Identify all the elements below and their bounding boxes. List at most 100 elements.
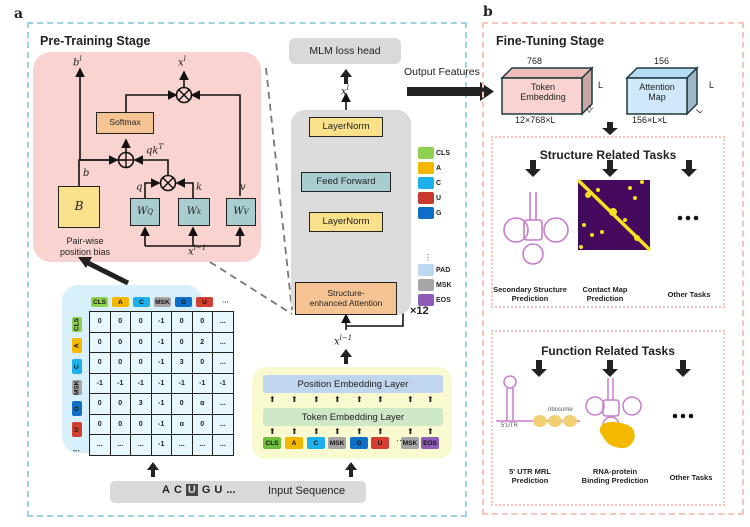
zoom-line-bottom — [209, 261, 293, 315]
matrix-cell: ... — [171, 434, 193, 456]
up-arrow-icon: ⬆ — [269, 427, 276, 436]
legend-item: CLS — [418, 147, 450, 159]
matrix-cell: -1 — [150, 372, 172, 394]
matrix-cell: 0 — [109, 352, 131, 374]
pretraining-title: Pre-Training Stage — [40, 34, 151, 48]
matrix-cell: ... — [89, 434, 111, 456]
matrix-cell: ... — [130, 434, 152, 456]
matrix-row-token: U — [72, 422, 82, 437]
svg-text:⋮: ⋮ — [424, 253, 432, 262]
legend-label: A — [436, 164, 442, 172]
task-label-line: Other Tasks — [667, 290, 711, 299]
task-label-line: Contact Map — [582, 285, 628, 294]
token-ellipsis: ··· — [396, 435, 405, 445]
legend-label: U — [436, 194, 442, 202]
ribosome-label: ribosome — [548, 407, 573, 413]
up-arrow-icon: ⬆ — [291, 427, 298, 436]
utr-hairpin-icon — [496, 375, 580, 422]
matrix-row-token: C — [72, 359, 82, 374]
input-sequence-bar — [110, 481, 366, 503]
task-label-line: Other Tasks — [669, 473, 713, 482]
bias-matrix-block: B — [58, 186, 100, 228]
matrix-cell: 2 — [191, 331, 213, 353]
structure-task-label: Other Tasks — [654, 290, 724, 299]
task-label-line: Binding Prediction — [581, 476, 649, 485]
pretraining-frame — [27, 22, 467, 517]
matrix-cell: -1 — [150, 413, 172, 435]
legend-swatch — [418, 192, 434, 204]
legend-label: MSK — [436, 281, 452, 289]
task-label-line: RNA-protein — [592, 467, 638, 476]
position-embedding-layer: Position Embedding Layer — [263, 375, 443, 393]
finetuning-frame — [482, 22, 744, 515]
legend-swatch — [418, 162, 434, 174]
embedding-token: C — [307, 437, 325, 449]
task-label-line: Prediction — [586, 294, 624, 303]
input-letter: U — [185, 484, 198, 496]
matrix-row-token: G — [72, 401, 82, 416]
qkt-label: qkT — [146, 143, 164, 157]
input-sequence-label: Input Sequence — [268, 485, 346, 497]
output-features-arrow — [407, 87, 482, 96]
up-arrow-icon: ⬆ — [313, 427, 320, 436]
embedding-token: CLS — [263, 437, 281, 449]
q-label: q — [136, 182, 143, 193]
embedding-token: G — [350, 437, 368, 449]
legend-swatch — [418, 207, 434, 219]
matrix-col-token: CLS — [91, 297, 108, 307]
token-embedding-cube — [500, 66, 594, 116]
softmax-block: Softmax — [96, 112, 154, 134]
embedding-token: A — [285, 437, 303, 449]
legend-swatch — [418, 264, 434, 276]
panel-letter-b: b — [483, 4, 493, 20]
up-arrow-icon: ⬆ — [407, 395, 414, 404]
panel-letter-a: a — [14, 6, 24, 22]
matrix-cell: 0 — [89, 352, 111, 374]
bl-label: bl — [73, 55, 82, 69]
protein-icon — [599, 421, 635, 449]
matrix-cell: ... — [212, 393, 234, 415]
v-label: v — [240, 182, 246, 193]
matrix-cell: 0 — [171, 311, 193, 333]
task-label-line: Prediction — [511, 294, 549, 303]
matrix-col-token: A — [112, 297, 129, 307]
input-letter: U — [214, 484, 223, 496]
legend-label: CLS — [436, 149, 450, 157]
matrix-row-token: A — [72, 338, 82, 353]
x-top-label: xl — [341, 84, 349, 98]
function-task-label: Other Tasks — [656, 473, 726, 482]
up-arrow-icon: ⬆ — [427, 427, 434, 436]
embedding-token: MSK — [401, 437, 419, 449]
input-letter: ... — [226, 484, 236, 496]
matrix-row-token: MSK — [72, 380, 82, 395]
finetuning-title: Fine-Tuning Stage — [496, 34, 605, 48]
matrix-cell: 0 — [89, 331, 111, 353]
input-letter: G — [201, 484, 211, 496]
legend-label: PAD — [436, 266, 451, 274]
matrix-to-bias-arrow — [84, 259, 130, 286]
up-arrow-icon: ⬆ — [427, 395, 434, 404]
matrix-cell: -1 — [150, 434, 172, 456]
matrix-cell: -1 — [109, 372, 131, 394]
matrix-row: -1-1-1-1-1-1-1 — [89, 372, 234, 394]
matrix-cell: ... — [212, 331, 234, 353]
matrix-col-token: C — [133, 297, 150, 307]
ribosome-icon — [533, 415, 577, 427]
matrix-cell: ... — [212, 352, 234, 374]
zoom-line-top — [265, 67, 293, 311]
input-letter: C — [173, 484, 182, 496]
matrix-row-token: CLS — [72, 317, 82, 332]
layernorm-top: LayerNorm — [309, 117, 383, 137]
matrix-cell: ... — [109, 434, 131, 456]
v-to-mult-arrow — [190, 90, 241, 196]
matrix-cell: 3 — [171, 352, 193, 374]
b-label: b — [83, 168, 90, 179]
